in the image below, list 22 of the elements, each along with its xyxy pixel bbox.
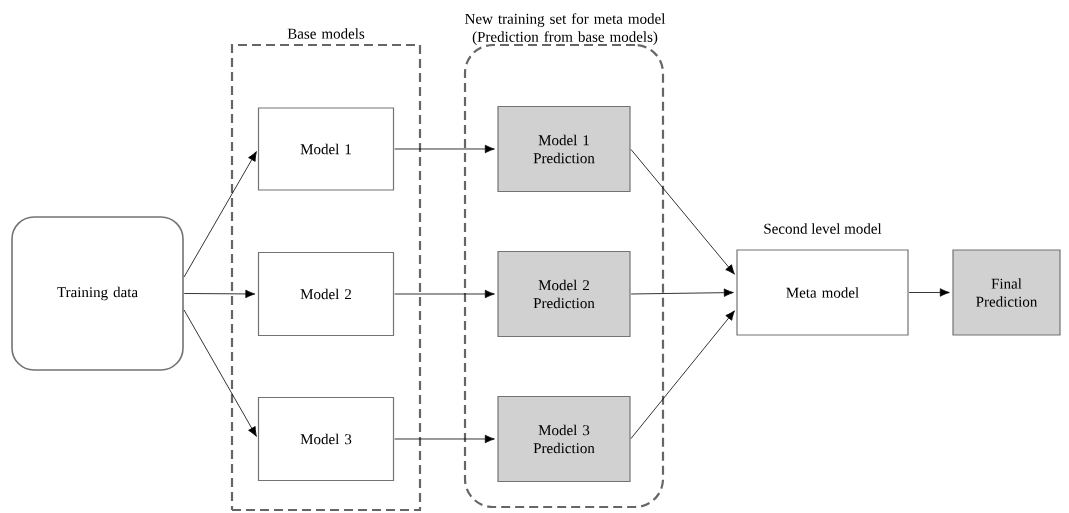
arrow (630, 310, 735, 439)
result-box: Model 2 Prediction (497, 250, 631, 338)
arrow (630, 149, 735, 275)
result-box: Final Prediction (952, 249, 1061, 336)
process-box: Model 1 (257, 107, 395, 191)
group-heading: New training set for meta model (Prediction from base models) (465, 13, 666, 45)
arrow (183, 309, 257, 437)
box-caption: Second level model (764, 223, 882, 234)
arrow (394, 144, 495, 154)
arrow (908, 288, 950, 297)
process-box: Meta model (736, 249, 909, 336)
arrow (630, 288, 734, 297)
group-heading: Base models (287, 28, 365, 39)
data-box: Training data (11, 216, 184, 371)
arrow (394, 289, 495, 299)
arrow (183, 289, 256, 299)
arrow (394, 434, 495, 444)
process-box: Model 3 (257, 396, 395, 482)
result-box: Model 3 Prediction (497, 395, 631, 483)
result-box: Model 1 Prediction (497, 105, 631, 193)
process-box: Model 2 (257, 251, 395, 337)
arrow (183, 151, 257, 278)
